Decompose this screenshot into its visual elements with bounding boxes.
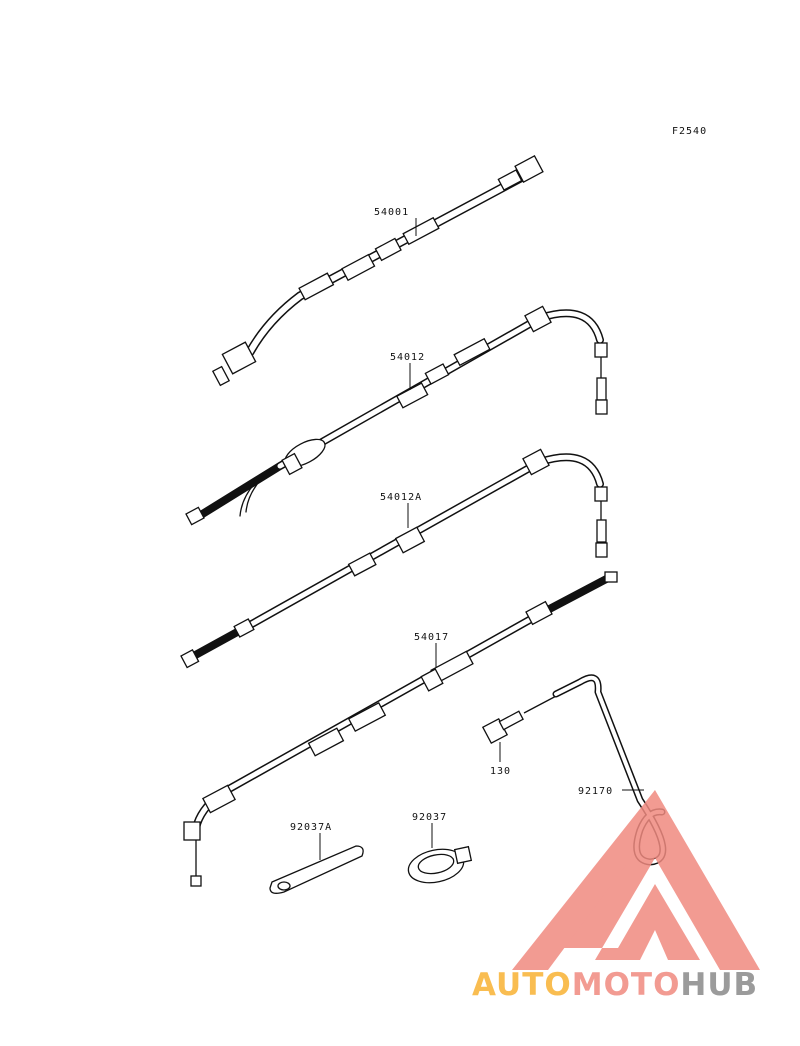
label-130: 130 [490,766,511,777]
label-54012A: 54012A [380,492,422,503]
figure-code: F2540 [672,126,707,137]
label-54017: 54017 [414,632,449,643]
label-92037: 92037 [412,812,447,823]
watermark-triangle-icon [560,790,760,970]
throttle-cable-1 [185,305,608,526]
label-54001: 54001 [374,207,409,218]
watermark-auto-text: AUTO [472,967,572,1003]
choke-cable [183,571,618,887]
speedometer-cable [211,155,544,387]
throttle-cable-2 [180,448,608,669]
svg-text:AUTOMOTOHUB: AUTOMOTOHUB [472,967,758,1003]
clamp-92037A [269,845,364,894]
label-92170: 92170 [578,786,613,797]
label-54012: 54012 [390,352,425,363]
bolt [481,693,561,745]
label-92037A: 92037A [290,822,332,833]
watermark-hub-text: HUB [680,967,758,1003]
watermark-moto-text: MOTO [572,967,681,1003]
clamp-92037 [407,845,473,884]
watermark-logo: AUTOMOTOHUB [472,790,760,1003]
